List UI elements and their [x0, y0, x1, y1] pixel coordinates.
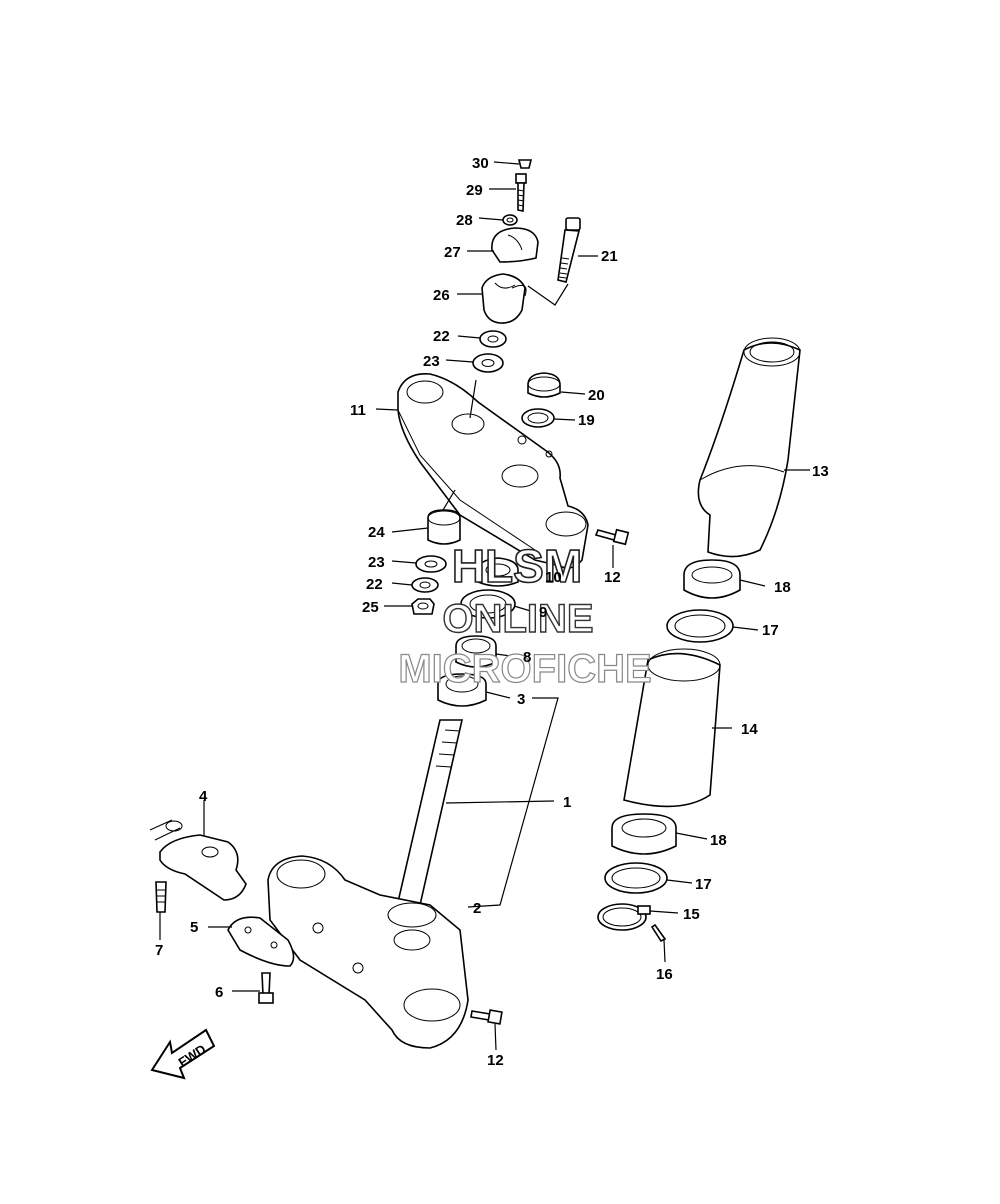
callout-2: 2	[473, 900, 481, 917]
callout-17-lower: 17	[695, 876, 712, 893]
part-lower-bracket	[267, 855, 469, 1049]
part-21-long-bolt	[527, 217, 581, 306]
part-4-lock-bracket	[149, 819, 247, 901]
callout-7: 7	[155, 942, 163, 959]
part-24-spacer	[427, 509, 461, 545]
part-26-holder-lower	[481, 273, 527, 324]
callout-23-lower: 23	[368, 554, 385, 571]
part-20-cap	[527, 372, 561, 398]
callout-28: 28	[456, 212, 473, 229]
callout-29: 29	[466, 182, 483, 199]
part-22-washer-lower	[411, 577, 439, 593]
part-7-stud	[155, 881, 167, 913]
callout-12-upper: 12	[604, 569, 621, 586]
leader-lines	[159, 161, 810, 1051]
callout-1: 1	[563, 794, 571, 811]
part-14-lower-cover	[623, 648, 721, 808]
part-18-spacer-upper	[683, 559, 741, 599]
callout-18-lower: 18	[710, 832, 727, 849]
part-27-holder-upper	[491, 227, 539, 263]
part-12-bolt-upper	[594, 528, 630, 546]
part-10-steering-nut	[477, 557, 519, 587]
part-13-upper-cover	[697, 337, 801, 558]
callout-6: 6	[215, 984, 223, 1001]
part-23-washer-upper	[472, 353, 504, 373]
callout-24: 24	[368, 524, 385, 541]
part-22-washer-upper	[479, 330, 507, 348]
part-18-spacer-lower	[611, 813, 677, 855]
callout-16: 16	[656, 966, 673, 983]
callout-15: 15	[683, 906, 700, 923]
callout-labels: 30 29 28 27 26 21 22 23 20 19 11 13 24 2…	[155, 155, 829, 1069]
part-5-clamp	[227, 916, 295, 967]
part-9-dust-seal	[460, 589, 516, 619]
watermark: HLSM ONLINE MICROFICHE	[398, 539, 653, 691]
watermark-line3: MICROFICHE	[398, 647, 651, 691]
callout-20: 20	[588, 387, 605, 404]
callout-18-upper: 18	[774, 579, 791, 596]
part-17-ring-lower	[604, 862, 668, 894]
callout-3: 3	[517, 691, 525, 708]
part-28-washer	[502, 214, 518, 226]
callout-21: 21	[601, 248, 618, 265]
watermark-line1: HLSM	[452, 540, 582, 592]
part-25-nut	[411, 598, 435, 615]
callout-22-upper: 22	[433, 328, 450, 345]
part-1-steering-stem	[397, 719, 464, 906]
callout-27: 27	[444, 244, 461, 261]
callout-11: 11	[350, 402, 366, 419]
part-16-screw	[650, 923, 667, 943]
callout-9: 9	[539, 604, 547, 621]
part-29-bolt	[515, 173, 527, 212]
callout-5: 5	[190, 919, 198, 936]
part-30-cap	[517, 159, 533, 169]
part-23-washer-lower	[415, 555, 447, 573]
callout-25: 25	[362, 599, 379, 616]
callout-22-lower: 22	[366, 576, 383, 593]
part-6-bolt	[258, 972, 274, 1004]
fwd-arrow-icon: FWD	[150, 1028, 216, 1080]
part-8-upper-bearing	[455, 635, 497, 668]
callout-26: 26	[433, 287, 450, 304]
callout-19: 19	[578, 412, 595, 429]
callout-23-upper: 23	[423, 353, 440, 370]
callout-8: 8	[523, 649, 531, 666]
part-3-lower-bearing	[437, 673, 487, 707]
callout-17-upper: 17	[762, 622, 779, 639]
callout-12-lower: 12	[487, 1052, 504, 1069]
callout-4: 4	[199, 788, 208, 805]
callout-10: 10	[545, 569, 562, 586]
callout-13: 13	[812, 463, 829, 480]
part-11-upper-bracket	[397, 373, 589, 569]
watermark-line2: ONLINE	[442, 597, 593, 641]
callout-30: 30	[472, 155, 489, 172]
part-12-bolt-lower	[470, 1009, 503, 1025]
part-15-clamp-band	[597, 903, 651, 931]
callout-14: 14	[741, 721, 758, 738]
part-19-ring	[521, 408, 555, 428]
part-17-ring-upper	[666, 609, 734, 643]
